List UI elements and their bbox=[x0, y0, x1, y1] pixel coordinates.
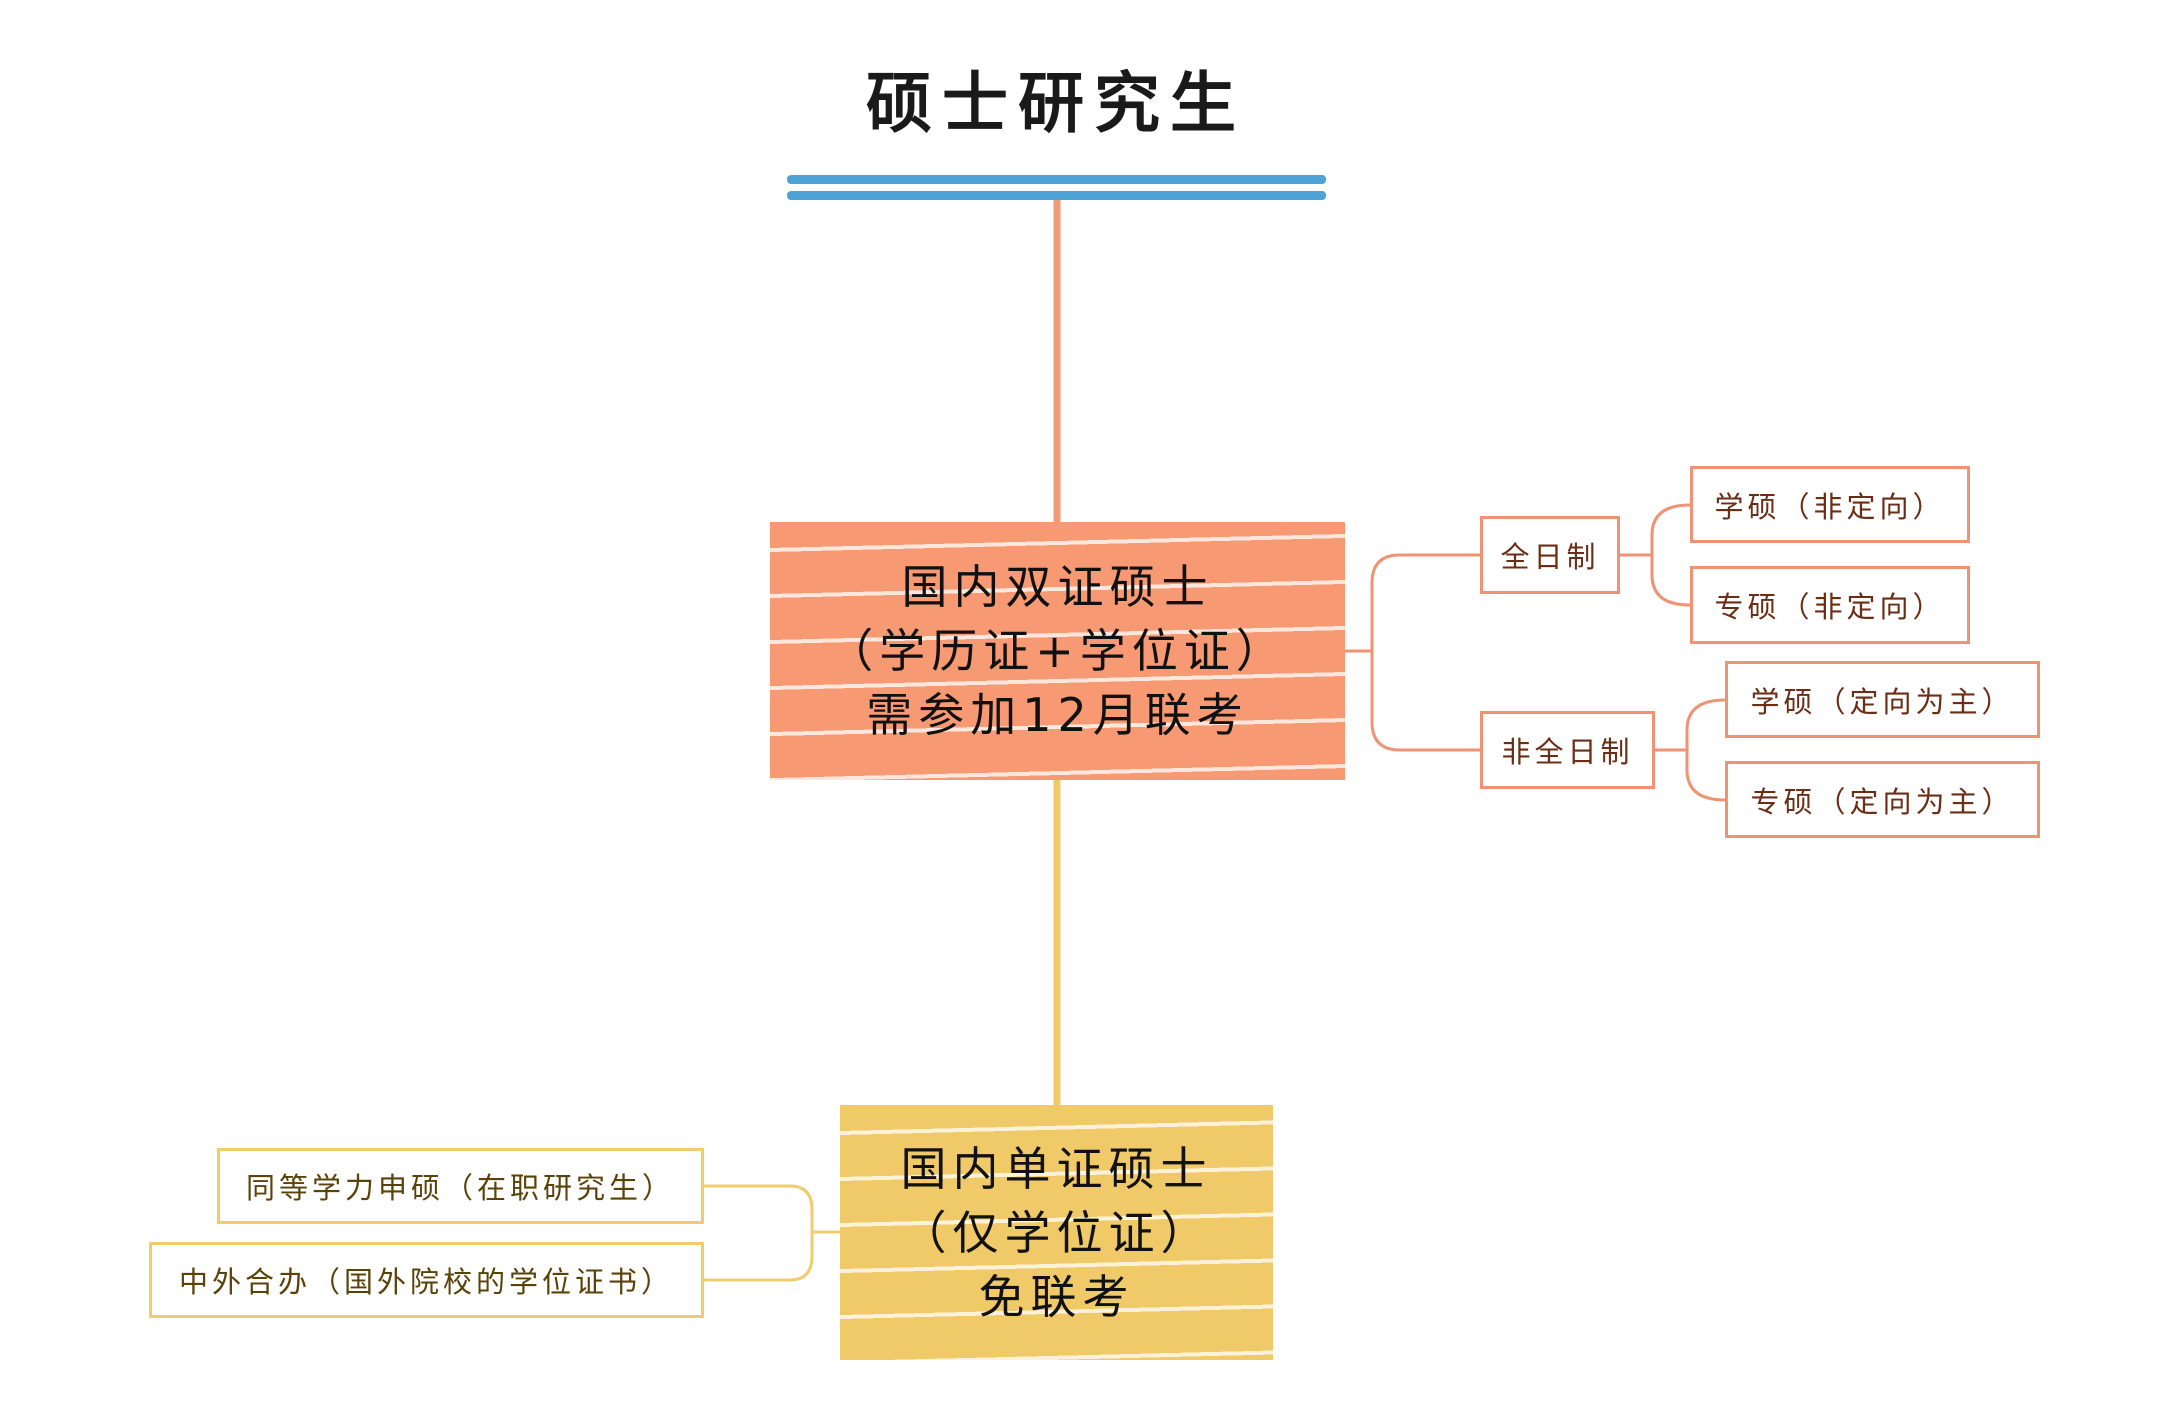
double-cert-line-2: （学历证+学位证） bbox=[827, 624, 1288, 678]
full-time-node: 全日制 bbox=[1480, 516, 1620, 594]
professional-non-directed-node: 专硕（非定向） bbox=[1690, 566, 1970, 644]
single-cert-line-3: 免联考 bbox=[978, 1269, 1135, 1324]
single-cert-node: 国内单证硕士 （仅学位证） 免联考 bbox=[840, 1105, 1273, 1360]
professional-directed-node: 专硕（定向为主） bbox=[1725, 761, 2040, 838]
single-cert-line-1: 国内单证硕士 bbox=[900, 1141, 1213, 1196]
title-bar-bottom bbox=[787, 191, 1326, 200]
orange-branches bbox=[1345, 503, 1726, 802]
double-cert-line-1: 国内双证硕士 bbox=[901, 560, 1214, 614]
yellow-branches bbox=[704, 1184, 840, 1282]
double-cert-node: 国内双证硕士 （学历证+学位证） 需参加12月联考 bbox=[770, 522, 1345, 780]
equivalent-degree-node: 同等学力申硕（在职研究生） bbox=[217, 1148, 704, 1224]
double-cert-line-3: 需参加12月联考 bbox=[866, 688, 1249, 742]
academic-non-directed-node: 学硕（非定向） bbox=[1690, 466, 1970, 543]
academic-directed-node: 学硕（定向为主） bbox=[1725, 661, 2040, 738]
single-cert-line-2: （仅学位证） bbox=[900, 1205, 1213, 1260]
joint-program-node: 中外合办（国外院校的学位证书） bbox=[149, 1242, 704, 1318]
title-bar-top bbox=[787, 175, 1326, 184]
page-title: 硕士研究生 bbox=[866, 65, 1246, 142]
part-time-node: 非全日制 bbox=[1480, 711, 1655, 789]
